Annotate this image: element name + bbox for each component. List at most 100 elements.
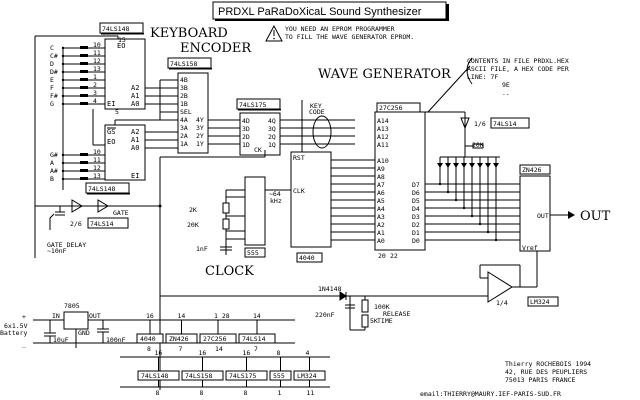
svg-text:4040: 4040	[299, 254, 315, 262]
author-line-1: Thierry ROCHEBOIS 1994	[505, 360, 591, 368]
svg-text:74LS175: 74LS175	[229, 372, 256, 380]
svg-text:A2: A2	[131, 84, 139, 92]
svg-text:A10: A10	[377, 157, 389, 165]
svg-text:74LS148: 74LS148	[102, 25, 129, 33]
timer-chip	[244, 176, 266, 246]
svg-text:8: 8	[244, 389, 248, 397]
release-network	[160, 291, 480, 331]
gate-label: GATE	[113, 209, 129, 217]
svg-text:D0: D0	[412, 237, 420, 245]
clock-heading: CLOCK	[205, 264, 254, 279]
r20k-pull-label: 20K	[472, 141, 484, 149]
inv2-frac: 1/6	[474, 120, 486, 128]
svg-text:A14: A14	[377, 117, 389, 125]
key-switch[interactable]: G# 10	[50, 148, 105, 159]
r2k-label: 2K	[189, 206, 197, 214]
latch-chip: 4D 3D 2D 1D 4Q 3Q 2Q 1Q CK	[239, 112, 281, 156]
svg-text:1B: 1B	[180, 100, 188, 108]
svg-text:4A: 4A	[180, 116, 188, 124]
latch-label: 74LS175	[236, 98, 281, 111]
svg-text:A1: A1	[377, 229, 385, 237]
svg-text:1: 1	[93, 73, 97, 81]
svg-text:12: 12	[93, 164, 101, 172]
warning-line-1: YOU NEED AN EPROM PROGRAMMER	[285, 25, 395, 33]
key-switch[interactable]: C#11	[50, 49, 105, 60]
svg-text:Battery: Battery	[0, 329, 27, 337]
svg-text:SEL: SEL	[180, 108, 192, 116]
svg-text:4Q: 4Q	[268, 117, 276, 125]
out-label: OUT	[580, 209, 611, 224]
svg-text:_: _	[22, 340, 26, 348]
svg-text:LINE: 7F: LINE: 7F	[467, 73, 498, 81]
freq-label: ~64	[269, 190, 281, 198]
svg-text:74LS158: 74LS158	[170, 60, 197, 68]
key-switch[interactable]: D#13	[50, 65, 105, 76]
title-box: PRDXL PaRaDoXicaL Sound Synthesizer	[212, 1, 449, 21]
encoder-2-chip: GS EO A2 A1 A0 EI	[104, 124, 146, 181]
r20k-label: 20K	[187, 221, 199, 229]
svg-text:kHz: kHz	[270, 197, 282, 205]
title: PRDXL PaRaDoXicaL Sound Synthesizer	[218, 6, 422, 18]
svg-text:Vref: Vref	[522, 244, 538, 252]
svg-text:1 28: 1 28	[214, 312, 230, 320]
svg-text:CK: CK	[254, 146, 262, 154]
email: email:THIERRY@MAURY.IEF-PARIS-SUD.FR	[420, 390, 561, 398]
key-switch[interactable]: F#3	[50, 89, 105, 100]
key-label: G	[50, 100, 54, 108]
encoder-heading: ENCODER	[180, 41, 252, 56]
svg-text:10: 10	[93, 148, 101, 156]
key-label: F#	[50, 92, 58, 100]
svg-text:4Y: 4Y	[196, 116, 204, 124]
svg-text:A9: A9	[377, 165, 385, 173]
svg-text:LM324: LM324	[297, 372, 317, 380]
svg-text:..: ..	[502, 89, 510, 97]
svg-text:KEY: KEY	[310, 102, 322, 110]
svg-text:27C256: 27C256	[379, 104, 403, 112]
svg-text:13: 13	[93, 65, 101, 73]
svg-text:11: 11	[93, 156, 101, 164]
svg-text:2: 2	[93, 81, 97, 89]
svg-text:1Y: 1Y	[196, 140, 204, 148]
svg-text:4040: 4040	[140, 335, 156, 343]
gate-delay-value: ~10nF	[47, 247, 67, 255]
svg-text:A8: A8	[377, 173, 385, 181]
svg-text:A12: A12	[377, 133, 389, 141]
svg-text:A13: A13	[377, 125, 389, 133]
svg-text:3Q: 3Q	[268, 125, 276, 133]
release-label: RELEASE	[383, 310, 410, 318]
key-label: E	[50, 76, 54, 84]
wave-generator-heading: WAVE GENERATOR	[318, 67, 452, 82]
svg-text:2B: 2B	[180, 92, 188, 100]
svg-text:EO: EO	[117, 42, 125, 50]
svg-text:CLK: CLK	[293, 187, 305, 195]
svg-text:555: 555	[247, 249, 259, 257]
svg-text:ZN426: ZN426	[522, 166, 542, 174]
svg-text:3B: 3B	[180, 84, 188, 92]
svg-text:A11: A11	[377, 141, 389, 149]
svg-text:D2: D2	[412, 221, 420, 229]
key-label: G#	[50, 151, 58, 159]
key-switch[interactable]: A#12	[50, 164, 105, 175]
key-label: D	[50, 60, 54, 68]
svg-text:27C256: 27C256	[203, 335, 227, 343]
svg-text:CODE: CODE	[309, 108, 325, 116]
svg-text:14: 14	[253, 312, 261, 320]
svg-text:A6: A6	[377, 189, 385, 197]
svg-text:ASCII FILE, A HEX CODE PER: ASCII FILE, A HEX CODE PER	[467, 65, 569, 73]
svg-text:A0: A0	[377, 237, 385, 245]
svg-text:74LS175: 74LS175	[239, 101, 266, 109]
eprom-chip	[374, 111, 426, 251]
svg-text:74LS148: 74LS148	[141, 372, 168, 380]
svg-text:4B: 4B	[180, 76, 188, 84]
svg-text:14: 14	[215, 345, 223, 353]
